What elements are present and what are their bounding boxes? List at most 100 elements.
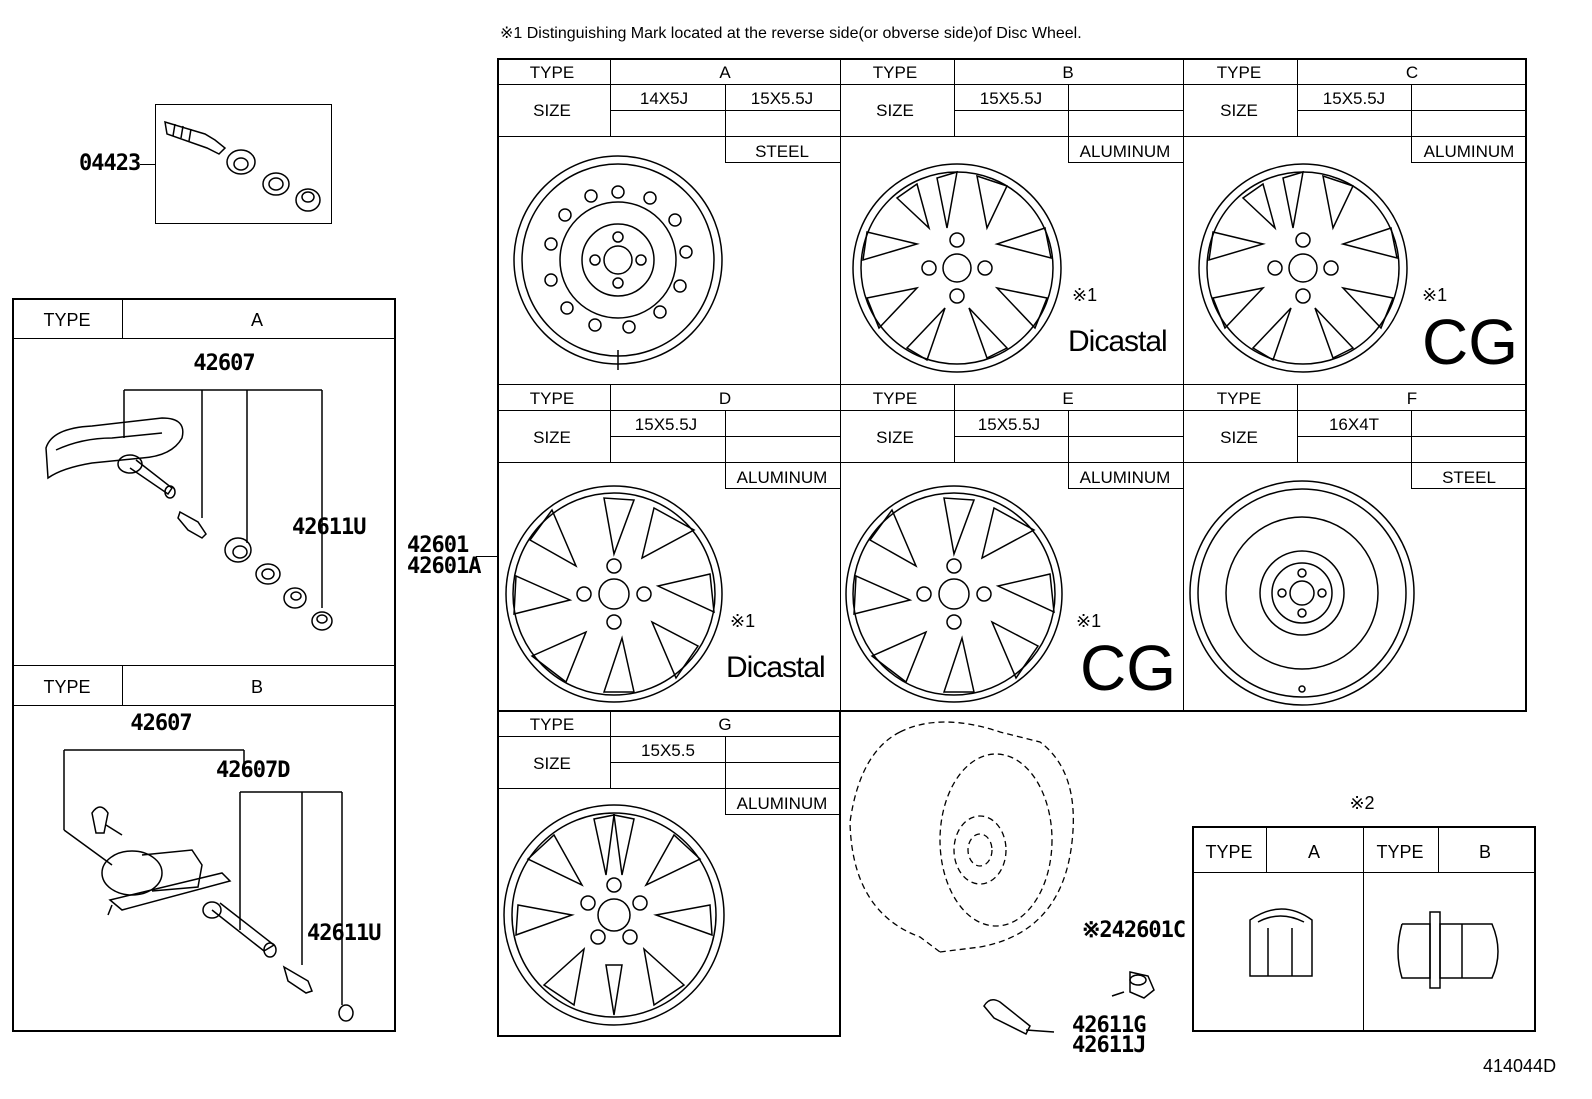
divider (1192, 872, 1536, 873)
brand-dicastal-d: Dicastal (726, 651, 826, 684)
wheel-table (497, 58, 1527, 712)
divider (1297, 436, 1527, 437)
divider (497, 84, 1527, 85)
part-number-42601[interactable]: 42601 (407, 533, 469, 558)
divider (840, 58, 841, 712)
nut-type-box (1192, 826, 1536, 1032)
wheel-a-material: STEEL (755, 142, 809, 161)
divider (1363, 826, 1364, 1032)
leader-line (140, 164, 156, 165)
size-header: SIZE (1220, 428, 1258, 447)
type-header: TYPE (529, 389, 575, 408)
divider (12, 705, 396, 706)
divider (610, 384, 611, 462)
mark-1: ※1 (730, 611, 756, 631)
divider (1438, 826, 1439, 872)
valve-kit-icon (164, 120, 321, 212)
wheel-c-material: ALUMINUM (1423, 142, 1515, 161)
material-tag-box (1068, 462, 1183, 489)
type-header: TYPE (529, 715, 575, 734)
diagram-id: 414044D (1483, 1056, 1557, 1076)
divider (1297, 58, 1298, 136)
divider (954, 384, 955, 462)
part-number-42601c[interactable]: ※242601C (1082, 918, 1186, 943)
divider (122, 298, 123, 338)
size-header: SIZE (533, 754, 571, 773)
part-number-42607d[interactable]: 42607D (216, 758, 290, 783)
divider (954, 58, 955, 136)
divider (497, 736, 841, 737)
divider (954, 436, 1183, 437)
part-number-42611g[interactable]: 42611G (1072, 1013, 1146, 1038)
type-header: TYPE (1216, 389, 1262, 408)
divider (12, 665, 396, 666)
tire-icon (849, 721, 1074, 953)
part-number-42601a[interactable]: 42601A (407, 554, 481, 579)
wheel-type-f-label: F (1406, 389, 1418, 408)
wheel-type-d-label: D (718, 389, 732, 408)
part-number-42611u-a[interactable]: 42611U (292, 515, 366, 540)
divider (122, 665, 123, 705)
wheel-b-size1: 15X5.5J (979, 89, 1043, 108)
type-header: TYPE (872, 63, 918, 82)
type-header: TYPE (1205, 842, 1253, 862)
wheel-type-b-label: B (1062, 63, 1074, 82)
size-header: SIZE (876, 101, 914, 120)
divider (610, 762, 840, 763)
wheel-a-size2: 15X5.5J (750, 89, 814, 108)
divider (12, 338, 396, 339)
part-number-42611u-b[interactable]: 42611U (307, 921, 381, 946)
part-number-42611j[interactable]: 42611J (1072, 1033, 1146, 1058)
divider (610, 436, 840, 437)
divider (1297, 110, 1527, 111)
nut-type-b-label: B (1478, 842, 1492, 862)
type-header: TYPE (1376, 842, 1424, 862)
wheel-b-material: ALUMINUM (1079, 142, 1171, 161)
brand-cg-e: CG (1080, 632, 1176, 704)
nut-type-a-label: A (1307, 842, 1321, 862)
lug-nut-valve-icon (983, 971, 1155, 1036)
size-header: SIZE (1220, 101, 1258, 120)
divider (954, 110, 1183, 111)
wheel-type-g-label: G (718, 715, 732, 734)
material-tag-box (725, 136, 840, 163)
wheel-d-size1: 15X5.5J (634, 415, 698, 434)
wheel-drawings (503, 155, 1415, 1026)
divider (497, 788, 841, 789)
type-header: TYPE (43, 677, 91, 697)
divider (1266, 826, 1267, 872)
wheel-c-aluminum-icon (1198, 163, 1408, 373)
wheel-e-aluminum-icon (845, 485, 1063, 703)
divider (610, 110, 840, 111)
tpms-sensor-a-icon (45, 389, 333, 631)
part-number-42607-a[interactable]: 42607 (193, 351, 255, 376)
type-header: TYPE (529, 63, 575, 82)
wheel-type-a-label: A (719, 63, 731, 82)
nut-icons (1249, 908, 1499, 989)
material-tag-box (1411, 136, 1527, 163)
wheel-type-e-label: E (1062, 389, 1074, 408)
divider (1183, 58, 1184, 712)
part-number-04423[interactable]: 04423 (79, 151, 141, 176)
sensor-type-a-label: A (250, 310, 264, 330)
type-header: TYPE (43, 310, 91, 330)
tpms-sensor-b-icon (63, 749, 354, 1022)
leader-line (476, 556, 497, 557)
type-header: TYPE (872, 389, 918, 408)
divider (497, 462, 1527, 463)
wheel-g-size1: 15X5.5 (641, 741, 695, 760)
size-header: SIZE (533, 428, 571, 447)
material-tag-box (725, 788, 840, 815)
part-number-42607-b[interactable]: 42607 (130, 711, 192, 736)
brand-dicastal-b: Dicastal (1068, 325, 1168, 358)
type-header: TYPE (1216, 63, 1262, 82)
wheel-g-material: ALUMINUM (736, 794, 828, 813)
valve-kit-box (155, 104, 332, 224)
wheel-f-material: STEEL (1442, 468, 1496, 487)
distinguishing-mark-note: ※1 Distinguishing Mark located at the re… (500, 25, 1082, 42)
wheel-d-material: ALUMINUM (736, 468, 828, 487)
size-header: SIZE (876, 428, 914, 447)
wheel-b-aluminum-icon (852, 163, 1062, 373)
wheel-a-size1: 14X5J (639, 89, 689, 108)
sensor-type-b-label: B (250, 677, 264, 697)
